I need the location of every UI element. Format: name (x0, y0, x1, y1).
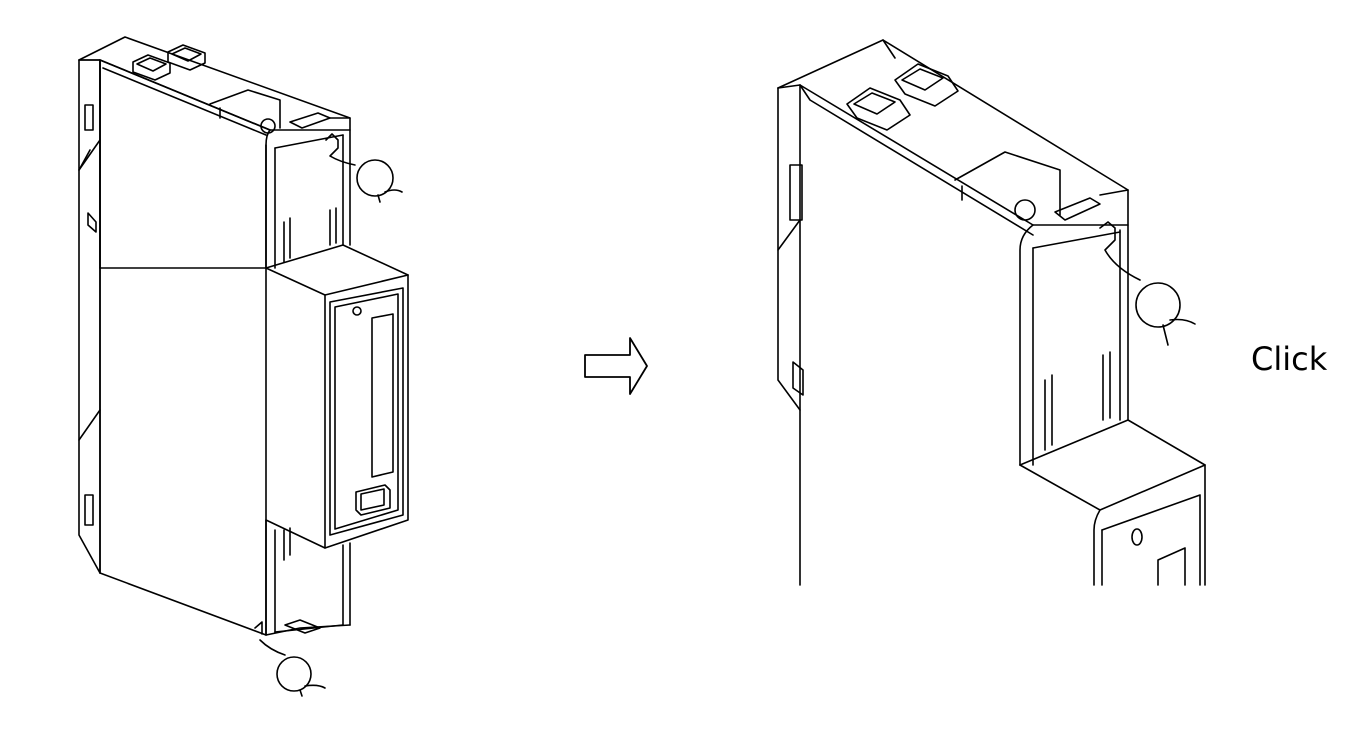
right-arrow-icon (584, 337, 648, 395)
meter-full-view (78, 36, 409, 697)
meter-top-detail (777, 39, 1206, 586)
click-callout-label: Click (1251, 340, 1328, 378)
